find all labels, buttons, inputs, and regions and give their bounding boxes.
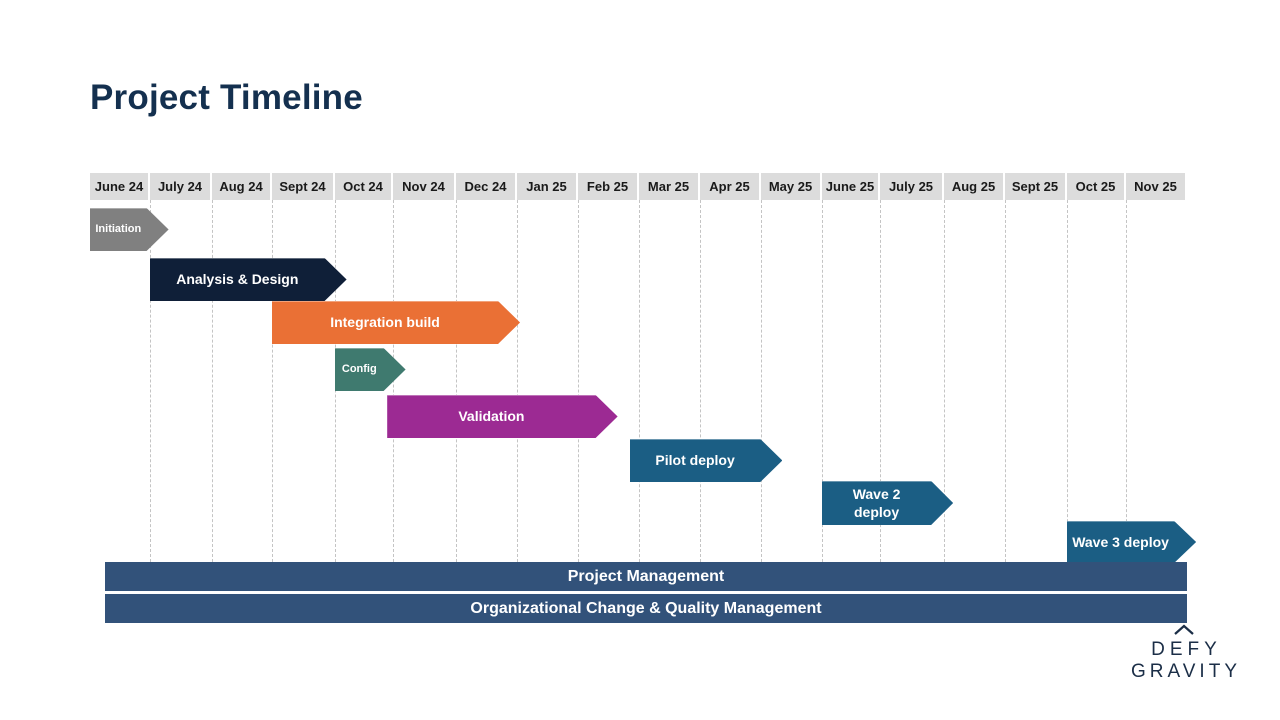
task-label: Analysis & Design	[176, 271, 299, 288]
month-label: Feb 25	[578, 173, 639, 200]
gridline	[150, 200, 151, 562]
task-bar: Integration build	[272, 301, 520, 344]
change-quality-band: Organizational Change & Quality Manageme…	[105, 594, 1187, 623]
month-label: July 25	[880, 173, 944, 200]
month-label: June 25	[822, 173, 880, 200]
gridline	[944, 200, 945, 562]
task-label: Initiation	[95, 223, 142, 236]
caret-icon	[1174, 624, 1194, 635]
task-label: Wave 2 deploy	[852, 486, 901, 520]
month-label: Oct 24	[335, 173, 393, 200]
gridline	[700, 200, 701, 562]
month-label: Jan 25	[517, 173, 578, 200]
month-label: Aug 24	[212, 173, 272, 200]
gridline	[880, 200, 881, 562]
month-label: May 25	[761, 173, 822, 200]
task-bar: Wave 3 deploy	[1067, 521, 1196, 563]
gridline	[1005, 200, 1006, 562]
gridline	[639, 200, 640, 562]
month-label: Dec 24	[456, 173, 517, 200]
project-management-band: Project Management	[105, 562, 1187, 591]
month-label: June 24	[90, 173, 150, 200]
task-bar: Initiation	[90, 208, 169, 251]
gridline	[1126, 200, 1127, 562]
gridline	[272, 200, 273, 562]
task-label: Validation	[458, 408, 525, 425]
gridline	[456, 200, 457, 562]
month-label: Aug 25	[944, 173, 1005, 200]
gridline	[212, 200, 213, 562]
task-bar: Analysis & Design	[150, 258, 347, 301]
task-bar: Validation	[387, 395, 617, 438]
month-label: Nov 25	[1126, 173, 1187, 200]
logo-text-gravity: GRAVITY	[1131, 661, 1241, 682]
task-bar: Config	[335, 348, 406, 391]
gridline	[578, 200, 579, 562]
defy-gravity-logo: DEFY GRAVITY	[1126, 624, 1242, 684]
task-bar: Wave 2 deploy	[822, 481, 953, 525]
month-label: Oct 25	[1067, 173, 1126, 200]
month-label: Sept 24	[272, 173, 335, 200]
gridline	[1067, 200, 1068, 562]
month-label: Apr 25	[700, 173, 761, 200]
month-label: Nov 24	[393, 173, 456, 200]
month-label: Mar 25	[639, 173, 700, 200]
page-title: Project Timeline	[90, 78, 363, 117]
task-label: Pilot deploy	[655, 452, 735, 469]
gridline	[822, 200, 823, 562]
month-label: July 24	[150, 173, 212, 200]
gridline	[517, 200, 518, 562]
task-label: Wave 3 deploy	[1072, 533, 1169, 550]
gridline	[761, 200, 762, 562]
month-label: Sept 25	[1005, 173, 1067, 200]
task-bar: Pilot deploy	[630, 439, 783, 482]
logo-text-defy: DEFY	[1151, 639, 1222, 660]
task-label: Integration build	[330, 314, 440, 331]
task-label: Config	[341, 363, 377, 376]
